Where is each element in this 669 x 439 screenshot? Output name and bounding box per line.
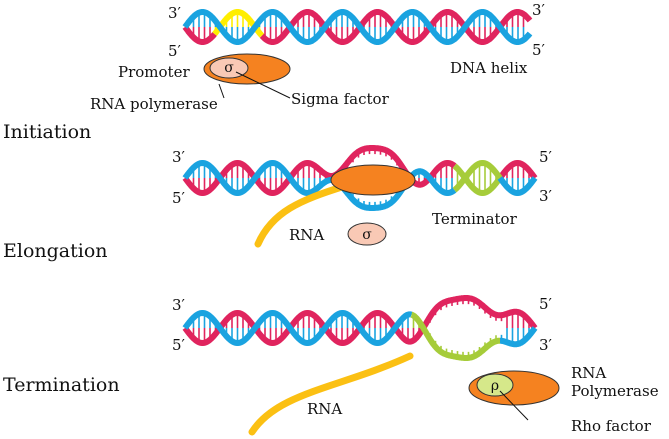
s2-bottom-right-end: 3′ [539,187,553,205]
dna-helix-label: DNA helix [450,59,528,77]
released-sigma-symbol: σ [362,227,372,243]
s1-top-left-end: 3′ [168,4,182,22]
termination-rna-strand [248,352,414,436]
s3-top-right-end: 5′ [539,295,553,313]
rna-polymerase-label: RNA polymerase [90,95,218,113]
released-sigma-shape [347,222,387,246]
s2-bottom-left-end: 5′ [172,189,186,207]
rho-factor-shape [476,373,514,397]
s1-top-right-end: 3′ [532,1,546,19]
s1-bottom-left-end: 5′ [168,42,182,60]
elongation-rna-strand [254,182,349,248]
polymerase-pointer-line [218,83,225,99]
dna-helix-initiation [182,9,533,45]
s2-top-right-end: 5′ [539,148,553,166]
promoter-label: Promoter [118,63,190,81]
s3-bottom-left-end: 5′ [172,336,186,354]
initiation-stage-label: Initiation [3,121,91,143]
elongation-rna-label: RNA [289,226,324,244]
dna-helix-termination [182,295,538,361]
sigma-factor-label: Sigma factor [291,90,390,108]
rna-polymerase-label-line1: RNA [571,364,606,382]
rna-polymerase-label-line2: Polymerase [571,382,659,400]
terminator-label: Terminator [432,210,518,228]
elongation-polymerase-shape [330,164,416,196]
termination-rna-label: RNA [307,400,342,418]
sigma-symbol: σ [224,60,234,76]
sigma-pointer-line [235,71,291,99]
rho-factor-label: Rho factor [571,417,652,435]
s3-bottom-right-end: 3′ [539,336,553,354]
rho-pointer-line [499,390,529,421]
rho-symbol: ρ [491,378,499,394]
s3-top-left-end: 3′ [172,296,186,314]
s2-top-left-end: 3′ [172,148,186,166]
termination-stage-label: Termination [3,374,120,396]
elongation-stage-label: Elongation [3,240,108,262]
s1-bottom-right-end: 5′ [532,41,546,59]
